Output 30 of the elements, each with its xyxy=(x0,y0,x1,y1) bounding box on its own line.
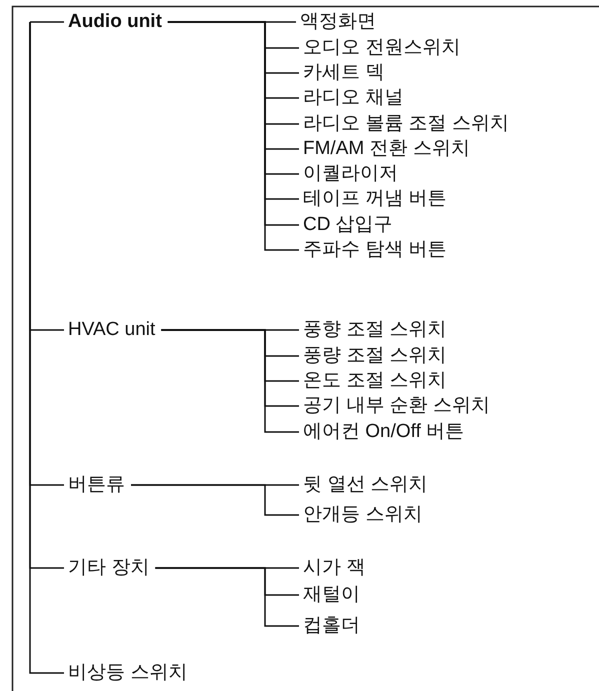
connector-line xyxy=(131,484,299,516)
tree-label: 카세트 덱 xyxy=(303,62,384,84)
tree-label: Audio unit xyxy=(68,11,162,33)
tree-label: 풍향 조절 스위치 xyxy=(303,319,447,341)
tree-label: 온도 조절 스위치 xyxy=(303,370,447,392)
tree-label: 액정화면 xyxy=(300,11,376,33)
tree-label: 라디오 볼륨 조절 스위치 xyxy=(303,113,509,135)
tree-label: 시가 잭 xyxy=(303,557,366,579)
tree-label: 버튼류 xyxy=(68,474,125,496)
connector-line xyxy=(161,329,299,433)
tree-label: 비상등 스위치 xyxy=(68,662,188,684)
tree-label: FM/AM 전환 스위치 xyxy=(303,138,470,160)
tree-label: 라디오 채널 xyxy=(303,87,404,109)
connector-line xyxy=(155,567,299,627)
tree-label: 기타 장치 xyxy=(68,557,150,579)
tree-label: 뒷 열선 스위치 xyxy=(303,474,428,496)
tree-label: 에어컨 On/Off 버튼 xyxy=(303,421,464,443)
connector-line xyxy=(30,21,64,23)
tree-label: CD 삽입구 xyxy=(303,214,393,236)
tree-label: 오디오 전원스위치 xyxy=(303,37,460,59)
tree-label: 재털이 xyxy=(303,584,360,606)
tree-label: 테이프 꺼냄 버튼 xyxy=(303,188,447,210)
tree-label: 안개등 스위치 xyxy=(303,504,422,526)
tree-label: 컵홀더 xyxy=(303,615,360,637)
tree-label: 주파수 탐색 버튼 xyxy=(303,239,447,261)
connector-line xyxy=(29,22,64,674)
tree-label: 이퀄라이저 xyxy=(303,163,398,185)
tree-label: 공기 내부 순환 스위치 xyxy=(303,395,490,417)
tree-label: 풍량 조절 스위치 xyxy=(303,345,447,367)
tree-label: HVAC unit xyxy=(68,319,156,341)
